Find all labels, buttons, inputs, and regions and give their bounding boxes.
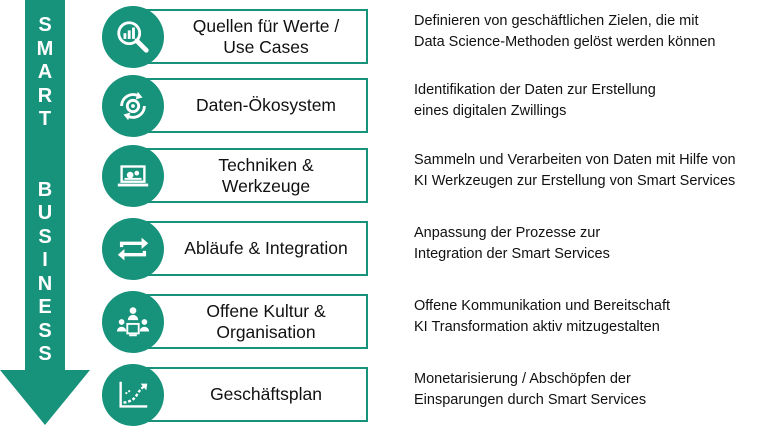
row-description: Anpassung der Prozesse zur Integration d… bbox=[414, 225, 610, 262]
row-use-cases: Quellen für Werte / Use Cases Definieren… bbox=[102, 6, 781, 68]
growth-chart-icon bbox=[102, 364, 164, 426]
arrow-letter: S bbox=[38, 343, 52, 365]
team-meeting-icon bbox=[102, 291, 164, 353]
arrow-letter: S bbox=[38, 225, 52, 248]
arrow-letter: S bbox=[38, 319, 52, 342]
arrow-vertical-text: S M A R T B U S I N E S S bbox=[25, 14, 65, 367]
arrow-letter: E bbox=[38, 296, 52, 318]
laptop-gears-icon bbox=[102, 145, 164, 207]
arrow-letter: A bbox=[37, 61, 53, 83]
row-title: Geschäftsplan bbox=[210, 384, 322, 404]
row-description: Identifikation der Daten zur Erstellung … bbox=[414, 82, 656, 119]
row-description: Definieren von geschäftlichen Zielen, di… bbox=[414, 13, 716, 50]
row-title-box: Abläufe & Integration bbox=[146, 221, 368, 276]
row-title: Abläufe & Integration bbox=[184, 238, 348, 258]
smart-business-arrow: S M A R T B U S I N E S S bbox=[0, 0, 90, 425]
row-offene-kultur: Offene Kultur & Organisation Offene Komm… bbox=[102, 291, 781, 353]
cycle-gear-icon bbox=[102, 75, 164, 137]
row-title-box: Geschäftsplan bbox=[146, 367, 368, 422]
row-title: Offene Kultur & Organisation bbox=[206, 300, 326, 342]
arrow-letter: B bbox=[37, 178, 53, 201]
row-title: Techniken & Werkzeuge bbox=[218, 154, 314, 196]
row-title-box: Quellen für Werte / Use Cases bbox=[146, 9, 368, 64]
row-geschaeftsplan: Geschäftsplan Monetarisierung / Abschöpf… bbox=[102, 364, 781, 426]
row-techniken-werkzeuge: Techniken & Werkzeuge Sammeln und Verarb… bbox=[102, 145, 781, 207]
row-title: Quellen für Werte / Use Cases bbox=[192, 15, 340, 57]
row-title-box: Techniken & Werkzeuge bbox=[146, 148, 368, 203]
arrow-letter: R bbox=[37, 84, 53, 107]
sync-arrows-icon bbox=[102, 218, 164, 280]
row-title: Daten-Ökosystem bbox=[195, 95, 337, 115]
row-description: Monetarisierung / Abschöpfen der Einspar… bbox=[414, 371, 647, 408]
down-arrow-shape bbox=[0, 0, 90, 425]
arrow-word-gap bbox=[25, 132, 65, 179]
arrow-letter: M bbox=[36, 37, 54, 60]
arrow-letter: I bbox=[42, 249, 48, 271]
arrow-letter: S bbox=[38, 14, 52, 36]
arrow-letter: U bbox=[37, 202, 53, 224]
arrow-letter: T bbox=[38, 108, 52, 130]
row-title-box: Offene Kultur & Organisation bbox=[146, 294, 368, 349]
row-description: Offene Kommunikation und Bereitschaft KI… bbox=[414, 298, 671, 335]
row-ablaeufe-integration: Abläufe & Integration Anpassung der Proz… bbox=[102, 218, 781, 280]
row-description: Sammeln und Verarbeiten von Daten mit Hi… bbox=[414, 152, 736, 189]
row-title-box: Daten-Ökosystem bbox=[146, 78, 368, 133]
magnifier-chart-icon bbox=[102, 6, 164, 68]
row-daten-oekosystem: Daten-Ökosystem Identifikation der Daten… bbox=[102, 75, 781, 137]
arrow-letter: N bbox=[37, 272, 53, 295]
